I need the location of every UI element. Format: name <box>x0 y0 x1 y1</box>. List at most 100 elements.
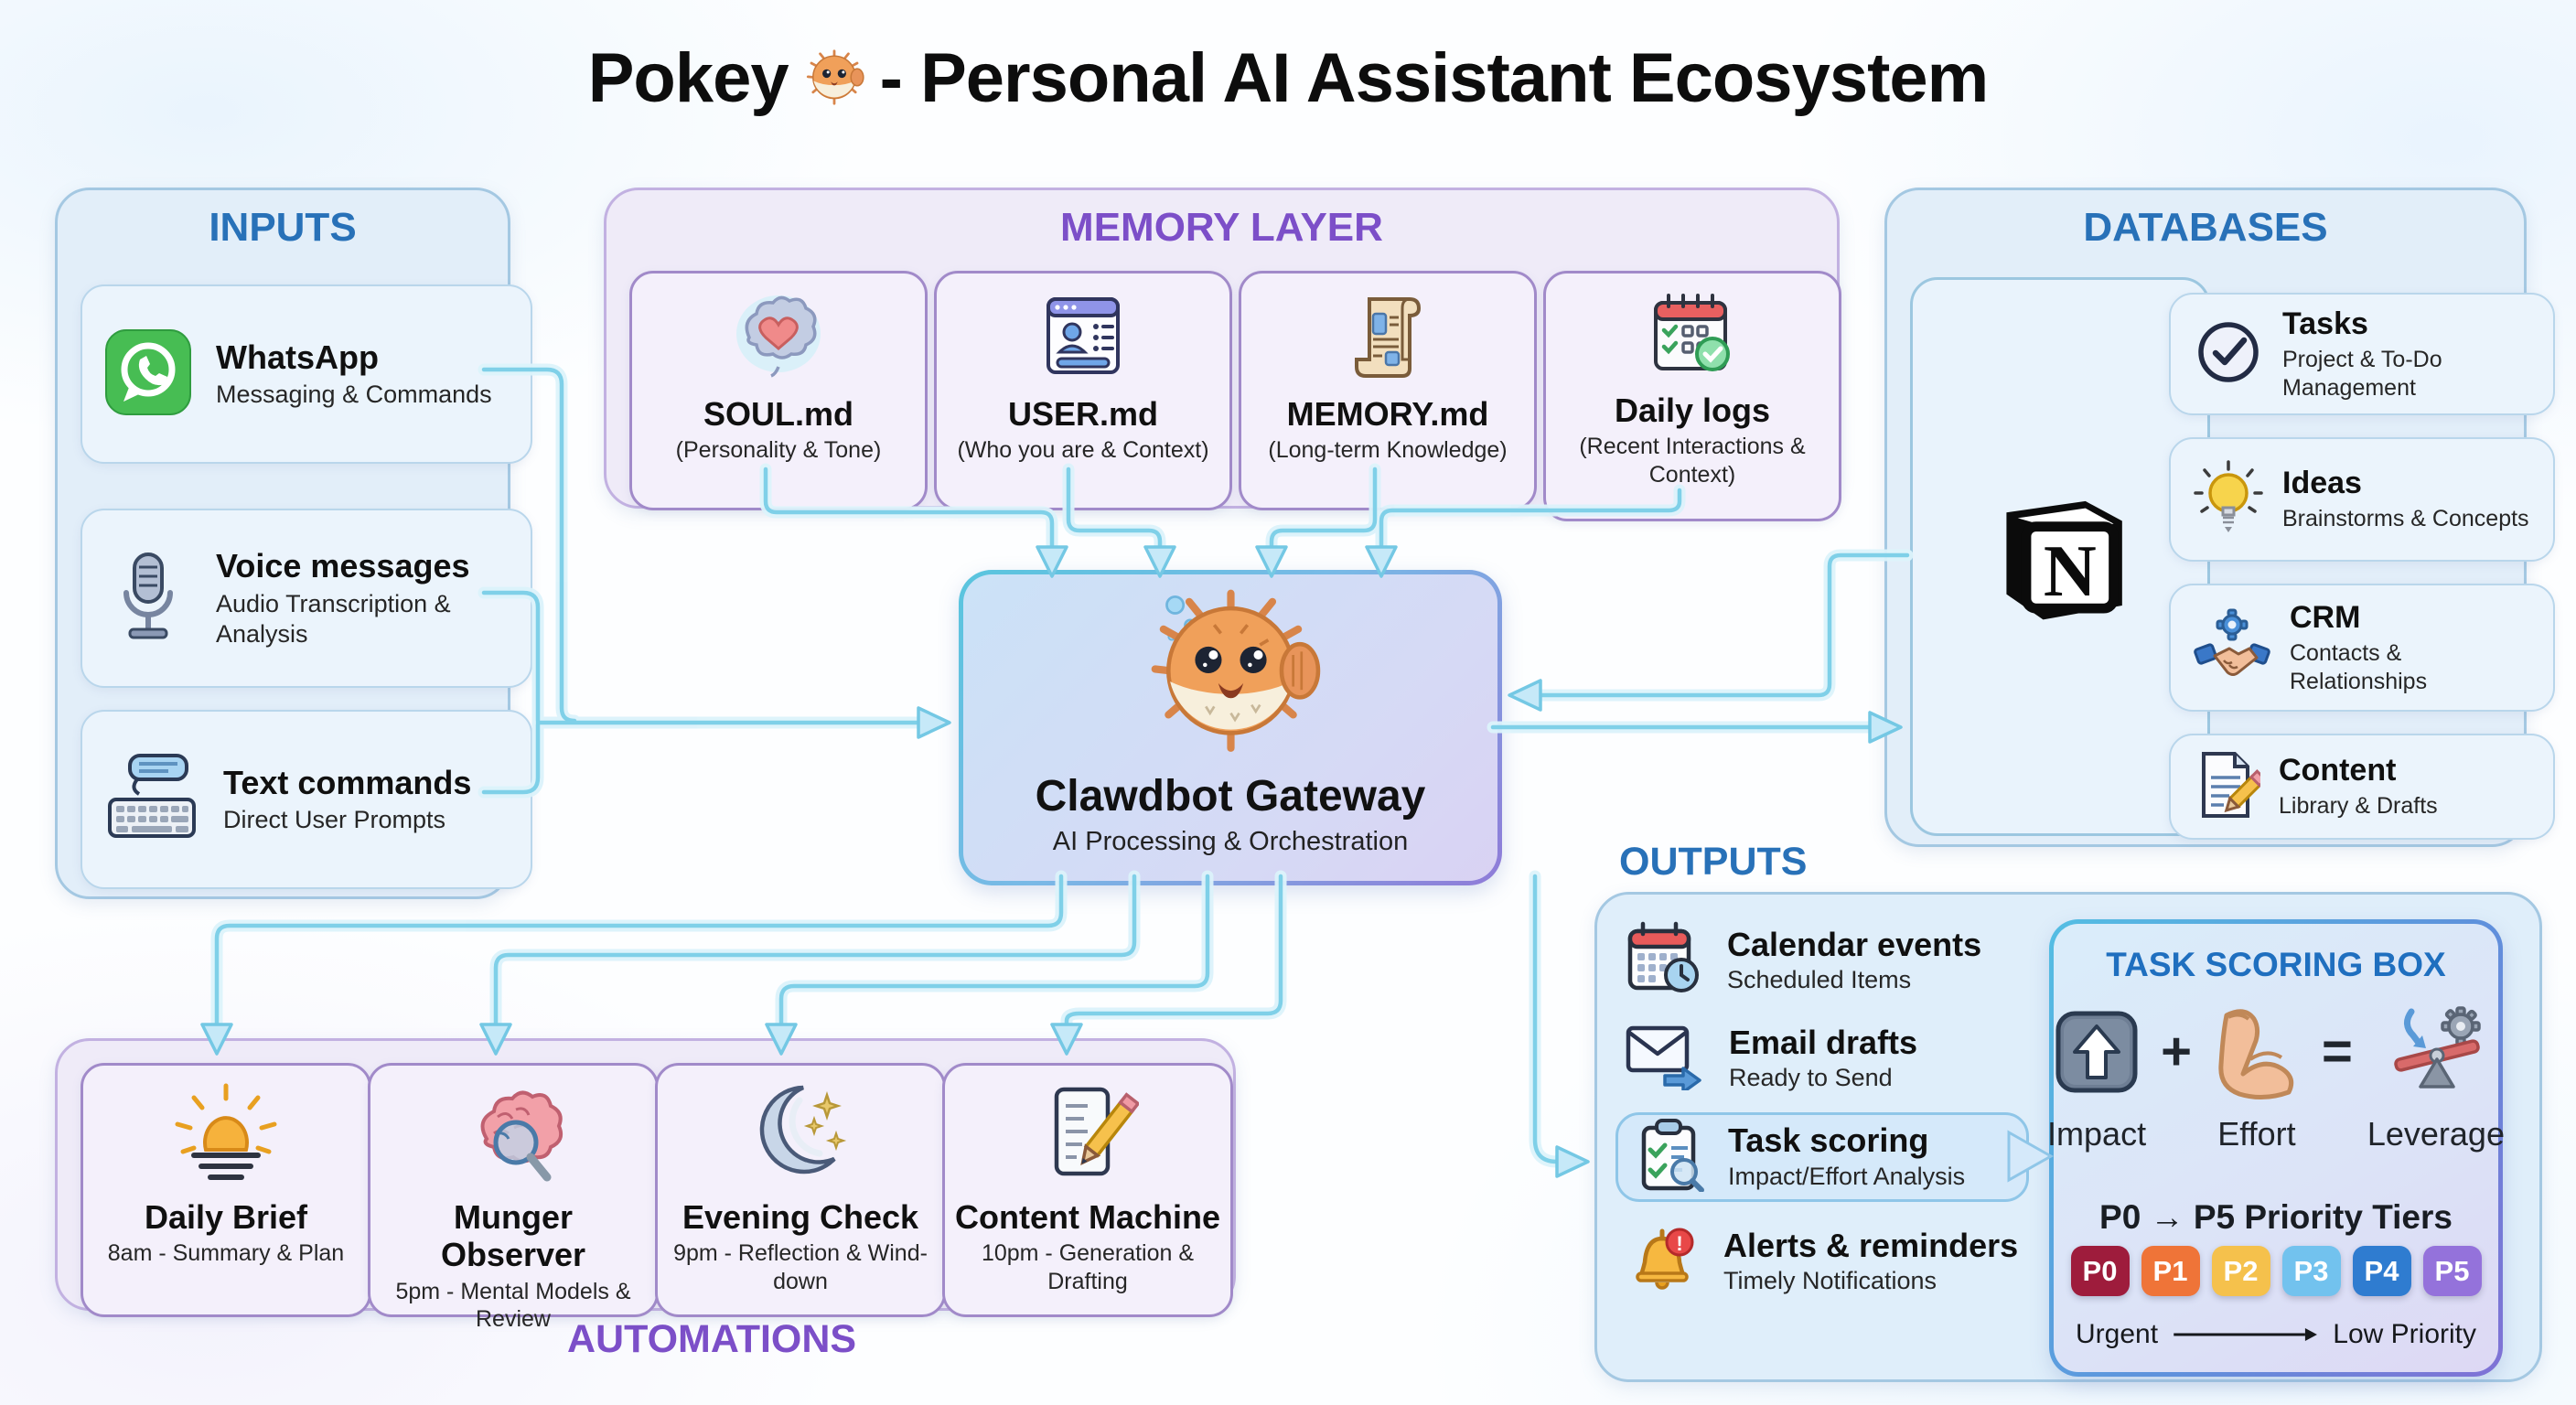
automation-card-dailybrief: Daily Brief 8am - Summary & Plan <box>80 1063 371 1317</box>
output-subtitle: Ready to Send <box>1729 1064 1893 1092</box>
output-subtitle: Timely Notifications <box>1723 1267 1937 1295</box>
calendar-check-icon <box>1647 290 1738 382</box>
effort-label: Effort <box>2217 1115 2296 1153</box>
priority-badge-p1: P1 <box>2141 1246 2200 1296</box>
automation-subtitle: 5pm - Mental Models & Review <box>395 1278 631 1333</box>
lightbulb-icon <box>2193 459 2264 540</box>
brain-heart-icon <box>731 290 826 386</box>
whatsapp-icon <box>104 328 192 421</box>
memory-title: USER.md <box>1007 395 1159 433</box>
document-pencil-icon <box>2193 748 2268 826</box>
priority-badge-p0: P0 <box>2070 1246 2130 1296</box>
output-subtitle: Scheduled Items <box>1727 966 1912 994</box>
microphone-icon <box>104 549 192 649</box>
pufferfish-icon <box>1132 582 1329 769</box>
output-row-email: Email drafts Ready to Send <box>1625 1023 1917 1095</box>
priority-badge-p3: P3 <box>2281 1246 2341 1296</box>
priority-badges: P0 P1 P2 P3 P4 P5 <box>2054 1246 2498 1296</box>
memory-card-dailylogs: Daily logs (Recent Interactions & Contex… <box>1543 271 1841 521</box>
db-title: Tasks <box>2282 306 2368 341</box>
svg-text:!: ! <box>1676 1232 1682 1255</box>
inputs-panel: INPUTS WhatsApp Messaging & Commands <box>55 188 532 899</box>
email-send-icon <box>1625 1023 1705 1095</box>
keyboard-icon <box>104 752 199 848</box>
input-subtitle: Direct User Prompts <box>223 806 446 834</box>
memory-subtitle: (Personality & Tone) <box>675 437 882 464</box>
bell-icon: ! <box>1625 1222 1700 1302</box>
check-circle-icon <box>2193 316 2264 392</box>
outputs-label: OUTPUTS <box>1619 840 1808 884</box>
output-subtitle: Impact/Effort Analysis <box>1728 1162 1966 1190</box>
automation-title: Daily Brief <box>144 1198 308 1236</box>
automation-subtitle: 8am - Summary & Plan <box>107 1240 345 1267</box>
input-card-whatsapp: WhatsApp Messaging & Commands <box>80 284 532 464</box>
db-card-crm: CRM Contacts & Relationships <box>2169 584 2555 712</box>
memory-subtitle: (Long-term Knowledge) <box>1268 437 1508 464</box>
automations-panel: Daily Brief 8am - Summary & Plan Munger … <box>55 1038 1236 1332</box>
impact-label: Impact <box>2047 1115 2147 1153</box>
automation-card-evening: Evening Check 9pm - Reflection & Wind-do… <box>655 1063 946 1317</box>
output-title: Task scoring <box>1728 1121 1929 1160</box>
gateway-box: Clawdbot Gateway AI Processing & Orchest… <box>959 570 1502 885</box>
priority-scale-left: Urgent <box>2076 1319 2159 1349</box>
gateway-subtitle: AI Processing & Orchestration <box>1052 827 1409 856</box>
input-subtitle: Audio Transcription & Analysis <box>216 589 451 648</box>
priority-badge-p5: P5 <box>2422 1246 2482 1296</box>
input-subtitle: Messaging & Commands <box>216 381 492 409</box>
plus-operator: + <box>2161 1022 2192 1081</box>
memory-subtitle: (Who you are & Context) <box>957 437 1209 464</box>
db-card-ideas: Ideas Brainstorms & Concepts <box>2169 437 2555 562</box>
memory-card-memory: MEMORY.md (Long-term Knowledge) <box>1239 271 1537 510</box>
priority-badge-p4: P4 <box>2352 1246 2411 1296</box>
moon-stars-icon <box>746 1082 854 1189</box>
db-title: Content <box>2279 753 2397 788</box>
automation-title: Content Machine <box>954 1198 1220 1236</box>
input-card-voice: Voice messages Audio Transcription & Ana… <box>80 509 532 688</box>
pufferfish-emoji <box>801 48 867 110</box>
automation-card-contentmachine: Content Machine 10pm - Generation & Draf… <box>942 1063 1233 1317</box>
output-row-alerts: ! Alerts & reminders Timely Notification… <box>1625 1222 2018 1302</box>
db-subtitle: Contacts & Relationships <box>2290 640 2428 694</box>
automation-subtitle: 10pm - Generation & Drafting <box>981 1240 1195 1294</box>
databases-header: DATABASES <box>2083 205 2328 250</box>
calendar-clock-icon <box>1625 920 1703 1002</box>
output-title: Email drafts <box>1729 1023 1918 1061</box>
scoring-formula: Impact + Effort = <box>2047 1003 2505 1153</box>
brain-magnifier-icon <box>459 1082 567 1189</box>
handshake-icon <box>2193 608 2271 688</box>
svg-text:N: N <box>2044 531 2097 612</box>
input-title: Voice messages <box>216 547 470 585</box>
priority-scale-right: Low Priority <box>2333 1319 2476 1349</box>
gateway-title: Clawdbot Gateway <box>1035 772 1426 820</box>
db-subtitle: Brainstorms & Concepts <box>2282 506 2529 532</box>
leverage-label: Leverage <box>2367 1115 2505 1153</box>
priority-scale-arrow <box>2174 1328 2318 1341</box>
input-title: Text commands <box>223 763 472 801</box>
task-scoring-box: TASK SCORING BOX Impact + <box>2047 919 2505 1377</box>
page-title-left: Pokey <box>587 39 789 117</box>
output-row-taskscoring: Task scoring Impact/Effort Analysis <box>1615 1112 2029 1202</box>
page-title: Pokey - Personal AI Assistant Ecosystem <box>0 38 2576 118</box>
input-card-text: WhatsApp Messaging & Commands <box>216 338 492 410</box>
automations-label: AUTOMATIONS <box>567 1317 857 1361</box>
memory-title: SOUL.md <box>703 395 853 433</box>
memory-header: MEMORY LAYER <box>1060 205 1383 250</box>
notepad-pencil-icon <box>1036 1082 1141 1189</box>
priority-badge-p2: P2 <box>2211 1246 2270 1296</box>
sunrise-icon <box>172 1082 280 1189</box>
inputs-header: INPUTS <box>209 205 357 250</box>
clipboard-magnifier-icon <box>1637 1118 1706 1196</box>
db-card-content: Content Library & Drafts <box>2169 734 2555 840</box>
db-title: CRM <box>2290 599 2361 635</box>
input-title: WhatsApp <box>216 338 379 376</box>
impact-icon <box>2055 1003 2139 1106</box>
input-card-text: Voice messages Audio Transcription & Ana… <box>216 547 509 649</box>
automation-subtitle: 9pm - Reflection & Wind-down <box>673 1240 928 1294</box>
memory-subtitle: (Recent Interactions & Context) <box>1579 434 1806 488</box>
profile-card-icon <box>1037 290 1129 386</box>
task-scoring-box-title: TASK SCORING BOX <box>2106 946 2446 983</box>
memory-title: MEMORY.md <box>1286 395 1489 433</box>
notion-box: N <box>1910 277 2210 836</box>
databases-panel: DATABASES N Tasks Project & <box>1884 188 2555 847</box>
